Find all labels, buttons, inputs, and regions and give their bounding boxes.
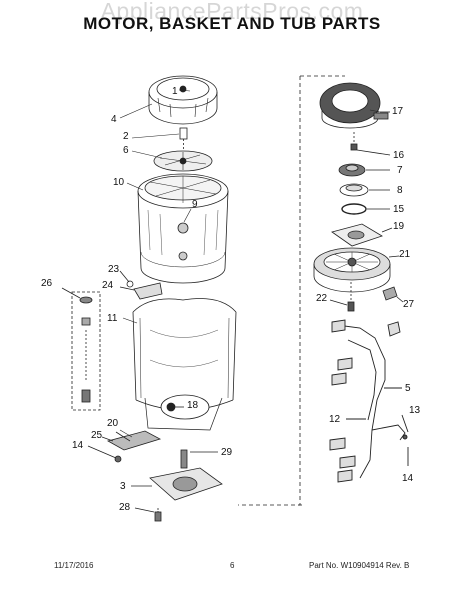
snap-ring xyxy=(341,203,390,215)
callout-4: 4 xyxy=(111,114,117,125)
rotor-nut xyxy=(338,163,390,177)
callout-9: 9 xyxy=(192,199,198,210)
callout-16: 16 xyxy=(393,150,405,161)
stator xyxy=(319,82,390,129)
callout-27: 27 xyxy=(403,299,415,310)
callout-15: 15 xyxy=(393,204,405,215)
drain-pump-assembly xyxy=(87,430,162,463)
tub-bracket xyxy=(119,270,163,300)
callout-3: 3 xyxy=(120,481,126,492)
callout-17: 17 xyxy=(392,106,404,117)
callout-25: 25 xyxy=(91,430,103,441)
callout-leaders xyxy=(119,89,381,438)
stator-bolt xyxy=(350,132,391,156)
wire-harness xyxy=(329,319,409,483)
bearing-bracket xyxy=(331,223,393,247)
rotor-bolt xyxy=(329,282,355,312)
balance-ring xyxy=(148,75,218,125)
callout-14-right: 14 xyxy=(402,473,414,484)
callout-13: 13 xyxy=(409,405,421,416)
harness-clip xyxy=(382,286,404,303)
gearcase-assembly xyxy=(131,449,223,522)
callout-18: 18 xyxy=(187,400,199,411)
callout-10: 10 xyxy=(113,177,125,188)
motor-group-bracket xyxy=(238,75,345,506)
callout-24: 24 xyxy=(102,280,114,291)
callout-23: 23 xyxy=(108,264,120,275)
callout-21: 21 xyxy=(399,249,411,260)
callout-28: 28 xyxy=(119,502,131,513)
outer-tub xyxy=(132,298,237,431)
callout-12: 12 xyxy=(329,414,341,425)
callout-5: 5 xyxy=(405,383,411,394)
page-title: MOTOR, BASKET AND TUB PARTS xyxy=(83,14,381,33)
footer-part-no: Part No. W10904914 Rev. B xyxy=(309,561,410,570)
callout-14-left: 14 xyxy=(72,440,84,451)
wash-plate xyxy=(153,150,213,172)
wash-basket xyxy=(137,173,229,284)
suspension-rod-group xyxy=(61,287,101,411)
callout-20: 20 xyxy=(107,418,119,429)
callout-7: 7 xyxy=(397,165,403,176)
callout-26: 26 xyxy=(41,278,53,289)
callout-29: 29 xyxy=(221,447,233,458)
callout-22: 22 xyxy=(316,293,328,304)
callout-2: 2 xyxy=(123,131,129,142)
callout-8: 8 xyxy=(397,185,403,196)
footer-date: 11/17/2016 xyxy=(54,561,94,570)
callout-19: 19 xyxy=(393,221,405,232)
rotor xyxy=(313,247,400,293)
callout-11: 11 xyxy=(107,313,118,324)
spline-washer xyxy=(339,183,390,197)
watermark: AppliancePartsPros.com xyxy=(100,0,364,24)
callout-6: 6 xyxy=(123,145,129,156)
callout-1: 1 xyxy=(172,86,178,97)
basket-hub-bolt xyxy=(179,127,188,151)
footer-page: 6 xyxy=(230,561,235,570)
